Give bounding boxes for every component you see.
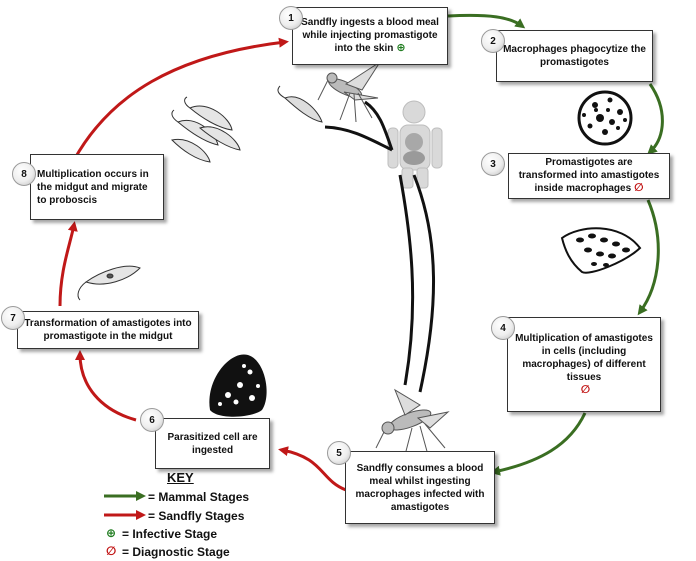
promastigote-icon: [277, 85, 323, 123]
step-6-number: 6: [140, 408, 164, 432]
amastigote-cell-icon: [560, 227, 642, 274]
key-item-diagnostic: ∅ = Diagnostic Stage: [100, 544, 300, 560]
mammal-arrow-icon: [104, 491, 146, 501]
step-1-number: 1: [279, 6, 303, 30]
step-5-box: Sandfly consumes a blood meal whilst ing…: [345, 451, 495, 524]
key-label-diagnostic: = Diagnostic Stage: [122, 545, 230, 559]
key-label-infective: = Infective Stage: [122, 527, 218, 541]
step-5-number: 5: [327, 441, 351, 465]
step-6-text: Parasitized cell are ingested: [167, 431, 258, 456]
step-1-box: Sandfly ingests a blood meal while injec…: [292, 7, 448, 65]
step-8-number: 8: [12, 162, 36, 186]
diagnostic-stage-icon: ∅: [106, 544, 117, 558]
key-item-sandfly: = Sandfly Stages: [100, 508, 300, 524]
step-7-box: Transformation of amastigotes into proma…: [17, 311, 199, 349]
step-7-number: 7: [1, 306, 25, 330]
step-2-text: Macrophages phagocytize the promastigote…: [503, 44, 646, 68]
sandfly-icon: [317, 61, 381, 123]
step-4-text: Multiplication of amastigotes in cells (…: [515, 332, 653, 383]
sandfly-icon: [375, 388, 450, 456]
connector-line: [324, 125, 393, 152]
step-1-text: Sandfly ingests a blood meal while injec…: [301, 17, 439, 55]
arrow-1-to-2: [447, 13, 526, 29]
promastigote-icon: [171, 96, 241, 163]
step-5-text: Sandfly consumes a blood meal whilst ing…: [355, 462, 485, 513]
arrow-2-to-3: [647, 83, 664, 155]
human-body-icon: [387, 100, 443, 189]
sandfly-arrow-icon: [104, 510, 146, 520]
infective-stage-icon: ⊕: [396, 42, 406, 55]
arrow-6-to-7: [75, 350, 137, 422]
key-label-mammal: = Mammal Stages: [148, 490, 250, 504]
step-8-box: Multiplication occurs in the midgut and …: [30, 154, 164, 220]
key-item-mammal: = Mammal Stages: [100, 489, 300, 505]
connector-line: [412, 174, 436, 393]
parasitized-cell-icon: [209, 354, 267, 417]
macrophage-icon: [577, 90, 633, 146]
diagnostic-stage-icon: ∅: [634, 182, 644, 195]
arrow-8-to-1: [72, 37, 289, 161]
key-label-sandfly: = Sandfly Stages: [148, 509, 245, 523]
arrow-5-to-6: [278, 446, 347, 492]
connector-line: [398, 174, 415, 386]
step-3-box: Promastigotes are transformed into amast…: [508, 153, 670, 199]
promastigote-icon: [77, 265, 141, 301]
key-legend: KEY = Mammal Stages = Sandfly Stages ⊕ =…: [100, 470, 300, 560]
step-4-number: 4: [491, 316, 515, 340]
key-title: KEY: [167, 470, 194, 485]
step-4-box: Multiplication of amastigotes in cells (…: [507, 317, 661, 412]
connector-line: [364, 100, 394, 151]
step-6-box: Parasitized cell are ingested: [155, 418, 270, 469]
step-2-box: Macrophages phagocytize the promastigote…: [496, 30, 653, 82]
step-7-text: Transformation of amastigotes into proma…: [24, 318, 192, 342]
diagnostic-stage-icon: ∅: [580, 383, 591, 396]
infective-stage-icon: ⊕: [106, 526, 117, 540]
step-2-number: 2: [481, 29, 505, 53]
step-3-text: Promastigotes are transformed into amast…: [518, 157, 660, 195]
arrow-4-to-5: [490, 412, 587, 476]
arrow-7-to-8: [58, 221, 78, 307]
arrow-3-to-4: [637, 199, 660, 316]
step-3-number: 3: [481, 152, 505, 176]
key-item-infective: ⊕ = Infective Stage: [100, 526, 300, 542]
step-8-text: Multiplication occurs in the midgut and …: [37, 168, 149, 206]
